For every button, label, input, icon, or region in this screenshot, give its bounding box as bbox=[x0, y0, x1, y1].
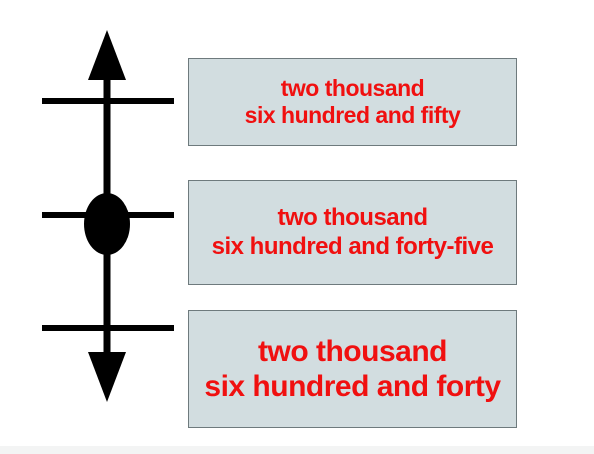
position-marker-dot bbox=[84, 193, 130, 255]
bottom-edge-strip bbox=[0, 446, 594, 454]
label-box-bottom: two thousand six hundred and forty bbox=[188, 310, 517, 428]
label-box-bottom-line2: six hundred and forty bbox=[204, 370, 501, 403]
label-box-middle-line2: six hundred and forty-five bbox=[211, 232, 494, 260]
label-box-top-line1: two thousand bbox=[280, 74, 425, 101]
label-box-middle-line1: two thousand bbox=[277, 204, 428, 232]
label-box-top: two thousand six hundred and fifty bbox=[188, 58, 517, 146]
arrow-up-icon bbox=[88, 30, 126, 80]
label-box-bottom-line1: two thousand bbox=[258, 334, 447, 368]
arrow-down-icon bbox=[88, 352, 126, 402]
vertical-number-line bbox=[42, 30, 174, 402]
label-box-middle: two thousand six hundred and forty-five bbox=[188, 180, 517, 285]
label-box-top-line2: six hundred and fifty bbox=[244, 102, 461, 128]
